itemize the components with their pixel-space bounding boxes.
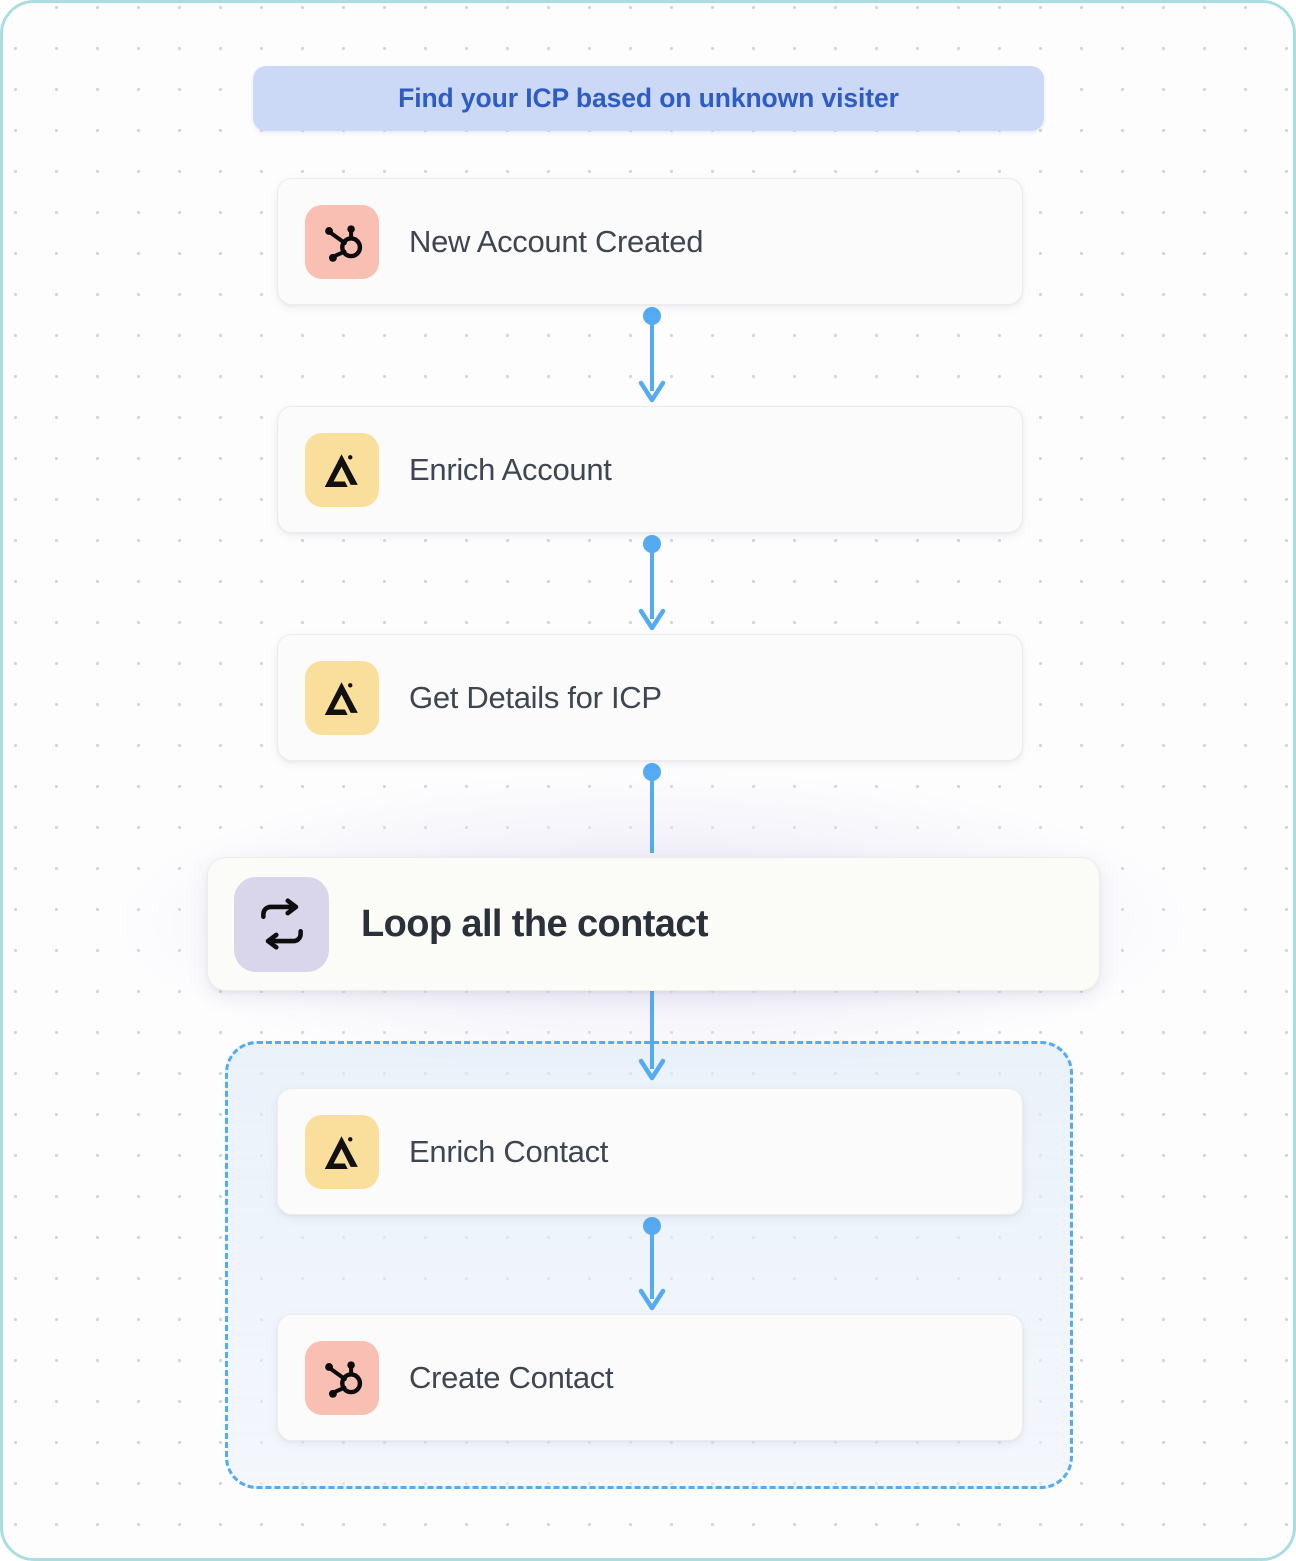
node-get-details-for-icp[interactable]: Get Details for ICP <box>277 634 1023 761</box>
connector-loop-to-enrich-contact <box>638 989 666 1081</box>
connector-enrich-contact-to-create-contact <box>638 1217 666 1311</box>
connector-get-details-to-loop <box>643 763 661 853</box>
apollo-icon <box>305 660 379 735</box>
workflow-title-pill[interactable]: Find your ICP based on unknown visiter <box>253 66 1044 131</box>
node-label: Get Details for ICP <box>409 679 662 715</box>
node-label: Enrich Contact <box>409 1133 609 1169</box>
hubspot-icon <box>305 204 379 279</box>
apollo-icon <box>305 1114 379 1189</box>
node-new-account-created[interactable]: New Account Created <box>277 178 1023 305</box>
node-label: Create Contact <box>409 1359 614 1395</box>
node-label: Enrich Account <box>409 451 612 487</box>
node-create-contact[interactable]: Create Contact <box>277 1314 1023 1441</box>
loop-repeat-icon <box>234 876 329 972</box>
connector-new-account-to-enrich-account <box>638 307 666 403</box>
node-label: Loop all the contact <box>361 902 709 945</box>
connector-enrich-account-to-get-details <box>638 535 666 631</box>
node-enrich-contact[interactable]: Enrich Contact <box>277 1088 1023 1215</box>
hubspot-icon <box>305 1340 379 1415</box>
apollo-icon <box>305 432 379 507</box>
page-title: Find your ICP based on unknown visiter <box>398 83 899 113</box>
dotted-grid-canvas: Find your ICP based on unknown visiter N… <box>3 3 1293 1558</box>
node-label: New Account Created <box>409 223 704 259</box>
node-loop-all-the-contact[interactable]: Loop all the contact <box>207 857 1100 991</box>
node-enrich-account[interactable]: Enrich Account <box>277 406 1023 533</box>
